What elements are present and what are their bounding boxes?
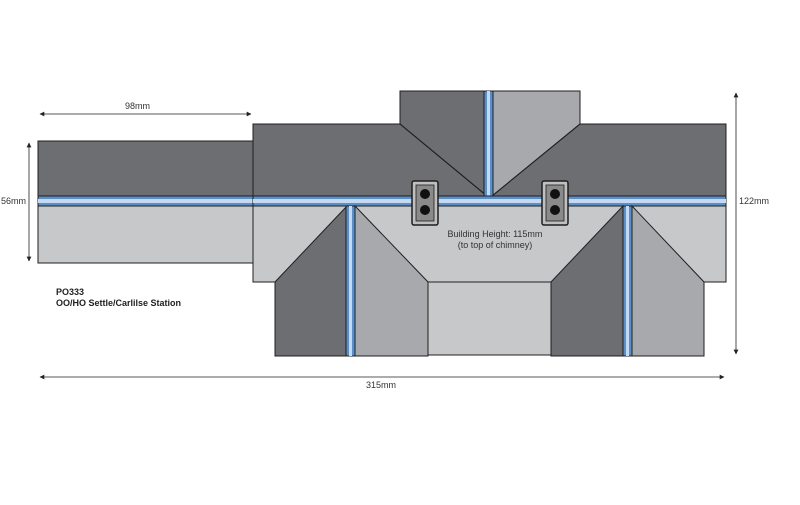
- chimney-icon: [541, 180, 569, 226]
- left-wing-wall: [37, 205, 254, 264]
- height-note-line1: Building Height: 115mm: [447, 229, 543, 239]
- height-note: Building Height: 115mm (to top of chimne…: [440, 229, 550, 251]
- chimney-icon: [411, 180, 439, 226]
- product-name: OO/HO Settle/Carlilse Station: [56, 298, 182, 308]
- dim-label-total-width: 315mm: [366, 380, 397, 390]
- center-recess: [427, 281, 552, 356]
- product-code: PO333: [56, 287, 85, 297]
- height-note-line2: (to top of chimney): [457, 240, 533, 250]
- product-caption: PO333 OO/HO Settle/Carlilse Station: [56, 287, 181, 309]
- left-wing-roof: [37, 140, 254, 197]
- dim-label-height: 122mm: [739, 196, 770, 206]
- dim-label-width-left: 98mm: [125, 101, 151, 111]
- dim-label-depth-left: 56mm: [1, 196, 27, 206]
